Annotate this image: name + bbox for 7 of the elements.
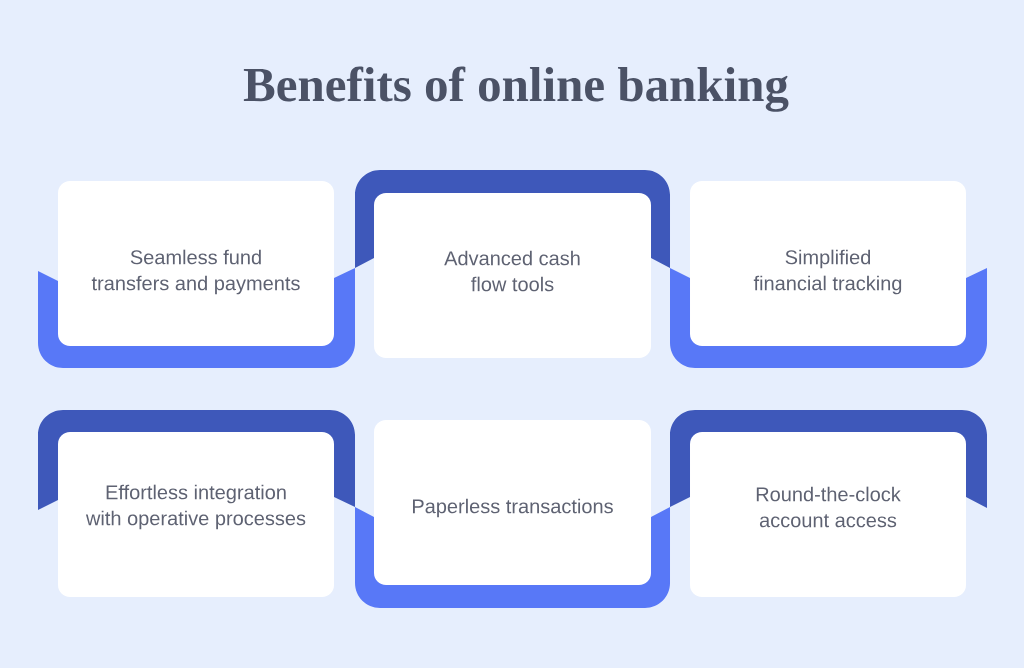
benefit-card: Advanced cash flow tools [374, 193, 651, 358]
benefit-card: Round-the-clock account access [690, 432, 966, 597]
title: Benefits of online banking [243, 66, 789, 112]
benefit-card: Simplified financial tracking [690, 181, 966, 346]
benefit-card: Effortless integration with operative processes [58, 432, 334, 597]
benefit-card: Seamless fund transfers and payments [58, 181, 334, 346]
benefit-card: Paperless transactions [374, 420, 651, 585]
